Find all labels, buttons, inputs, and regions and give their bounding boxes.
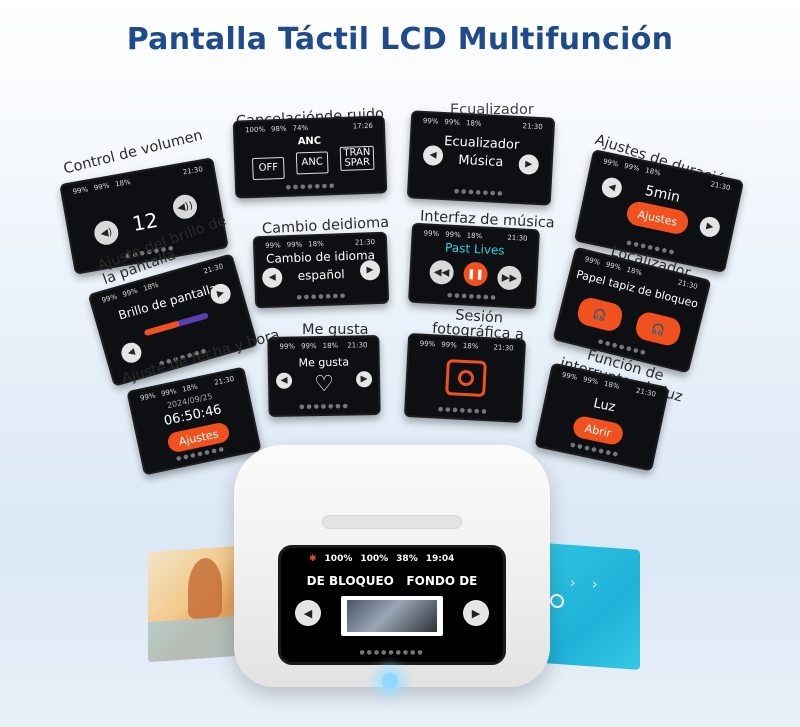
page-dots: ●●●●●●● bbox=[299, 402, 350, 411]
page-dots: ●●●●●●● bbox=[285, 182, 337, 191]
page-dots: ●●●●●●●●● bbox=[359, 649, 425, 656]
brightness-slider-fill bbox=[143, 320, 181, 337]
anc-on-button[interactable]: ANC bbox=[295, 151, 329, 175]
clock: 21:30 bbox=[493, 343, 514, 353]
case-led bbox=[382, 673, 398, 689]
case-lid-slot bbox=[322, 515, 462, 529]
charging-case: ✱ 100% 100% 38% 19:04 DE BLOQUEO FONDO D… bbox=[234, 445, 550, 689]
page-dots: ●●●●●●● bbox=[437, 405, 489, 416]
status-bar: 100%98%74% bbox=[244, 124, 309, 135]
chevron-left-icon[interactable]: ◀ bbox=[295, 600, 321, 626]
page-dots: ●●●●●●● bbox=[296, 292, 348, 301]
status-bar: 99%99%18% bbox=[422, 116, 482, 128]
screen-anc[interactable]: 100%98%74% 17:26 ANC OFF ANC TRAN SPAR ●… bbox=[232, 115, 388, 199]
screen-like[interactable]: 99%99%18% 21:30 Me gusta ♡ ◀ ▶ ●●●●●●● bbox=[267, 335, 381, 417]
clock: 17:26 bbox=[352, 121, 374, 131]
screen-music[interactable]: 99%99%18% 21:30 Past Lives ◀◀ ❚❚ ▶▶ ●●●●… bbox=[407, 222, 541, 310]
rewind-icon[interactable]: ◀◀ bbox=[429, 259, 455, 285]
clock: 21:30 bbox=[354, 238, 376, 247]
chevron-left-icon[interactable]: ◀ bbox=[119, 340, 144, 366]
chevron-left-icon[interactable]: ◀ bbox=[261, 267, 283, 289]
status-bar: 99%99%18% bbox=[279, 341, 339, 351]
light-open-button[interactable]: Abrir bbox=[571, 414, 625, 447]
label-like: Me gusta bbox=[302, 322, 369, 338]
clock: 21:30 bbox=[213, 374, 235, 387]
clock: 21:30 bbox=[709, 180, 732, 193]
pause-icon[interactable]: ❚❚ bbox=[462, 261, 489, 287]
page-dots: ●●●●●●● bbox=[453, 187, 505, 198]
camera-icon[interactable] bbox=[445, 359, 487, 398]
clock: 21:30 bbox=[202, 262, 225, 276]
page-dots: ●●●●●●● bbox=[446, 291, 498, 302]
left-earbud-button[interactable]: 🎧 bbox=[575, 295, 625, 334]
wallpaper-preview bbox=[341, 596, 443, 636]
status-bar: 99%99%18% bbox=[72, 177, 132, 196]
status-bar: 99%99%18% bbox=[423, 229, 483, 241]
page-title: Pantalla Táctil LCD Multifunción bbox=[126, 22, 674, 57]
status-bar: 99%99%18% bbox=[264, 239, 324, 250]
status-bar: 99%99%18% bbox=[419, 339, 479, 351]
case-status-bar: ✱ 100% 100% 38% 19:04 bbox=[309, 554, 455, 564]
clock: 21:30 bbox=[676, 278, 699, 292]
screen-datetime[interactable]: 99%99%18% 21:30 2024/09/25 06:50:46 Ajus… bbox=[126, 366, 262, 476]
screen-photo[interactable]: 99%99%18% 21:30 ●●●●●●● bbox=[403, 332, 527, 424]
anc-off-button[interactable]: OFF bbox=[252, 156, 285, 181]
clock: 21:30 bbox=[182, 165, 204, 177]
chevron-right-icon[interactable]: ▶ bbox=[697, 215, 722, 239]
chevron-right-icon[interactable]: ▶ bbox=[463, 600, 489, 626]
screen-language[interactable]: 99%99%18% 21:30 Cambio de idioma español… bbox=[252, 231, 390, 309]
brightness-slider[interactable] bbox=[143, 312, 209, 337]
clock: 21:30 bbox=[347, 341, 368, 350]
clock: 21:30 bbox=[635, 386, 657, 399]
right-earbud-button[interactable]: 🎧 bbox=[633, 309, 683, 348]
like-title: Me gusta bbox=[298, 355, 350, 370]
anc-transparent-button[interactable]: TRAN SPAR bbox=[339, 145, 375, 171]
clock: 21:30 bbox=[522, 122, 543, 132]
fast-forward-icon[interactable]: ▶▶ bbox=[496, 265, 523, 291]
case-marquee: DE BLOQUEO FONDO DE bbox=[306, 574, 478, 588]
case-screen[interactable]: ✱ 100% 100% 38% 19:04 DE BLOQUEO FONDO D… bbox=[278, 545, 506, 665]
screen-eq[interactable]: 99%99%18% 21:30 Ecualizador Música ◀ ▶ ●… bbox=[406, 110, 556, 206]
clock: 21:30 bbox=[507, 233, 528, 243]
